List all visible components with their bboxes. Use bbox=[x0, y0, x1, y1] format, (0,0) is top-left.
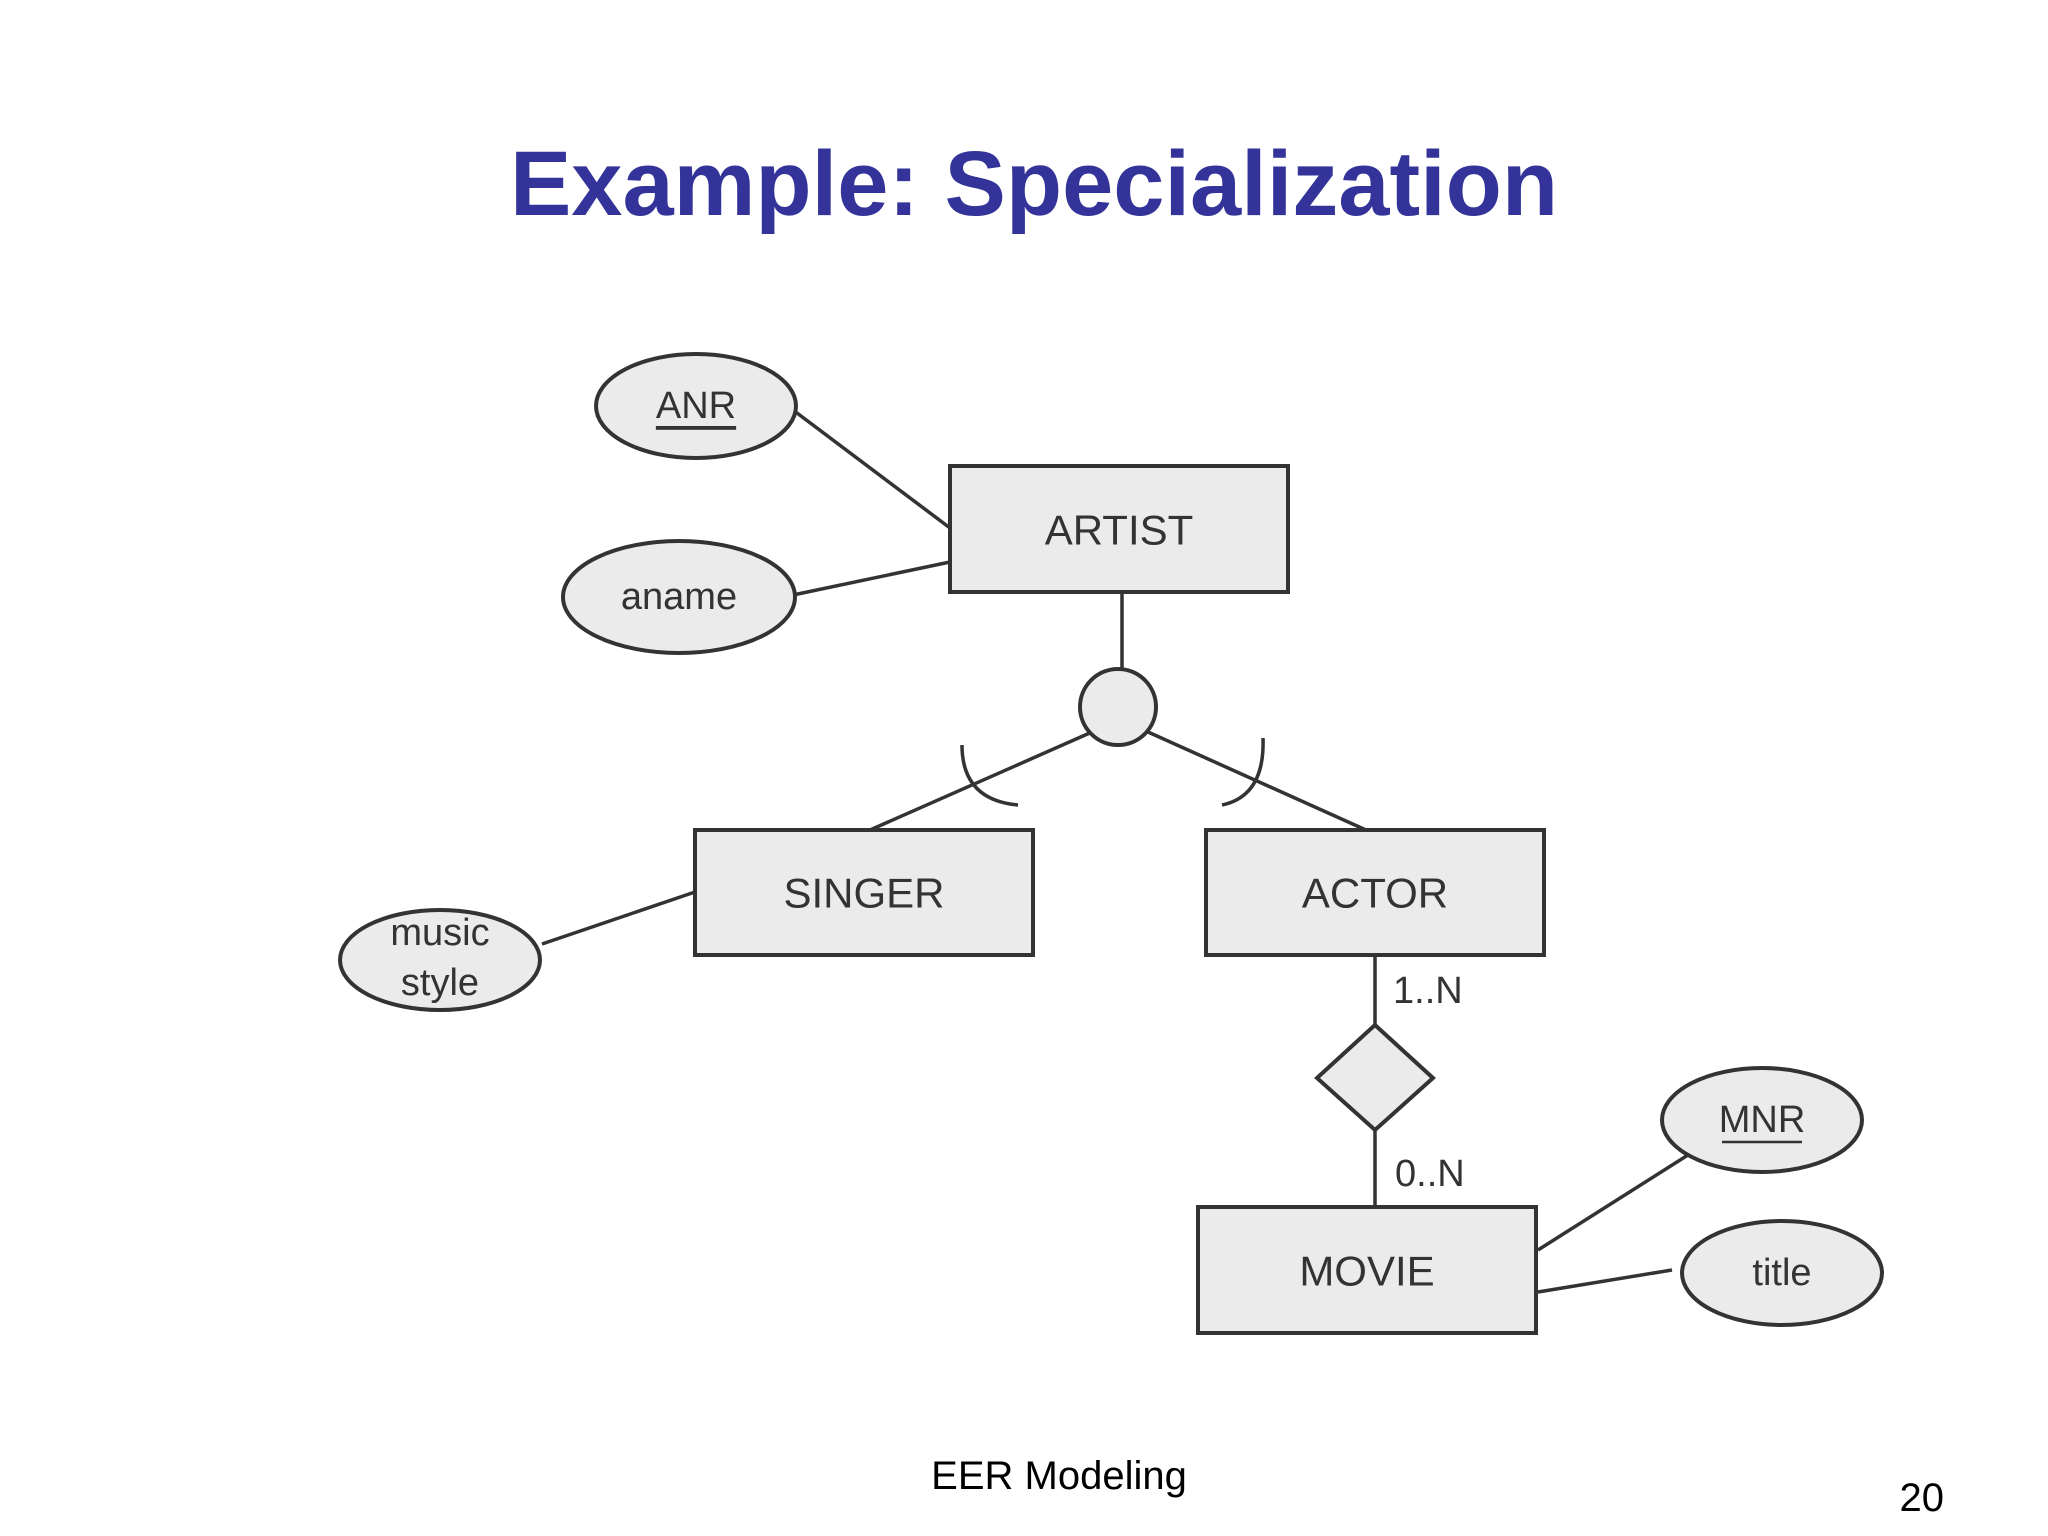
edge-aname-artist bbox=[792, 560, 951, 597]
cardinality-movie-side: 0..N bbox=[1395, 1153, 1465, 1195]
entity-movie-label: MOVIE bbox=[1299, 1248, 1434, 1295]
slide-footer: EER Modeling bbox=[931, 1454, 1187, 1498]
attribute-aname-ellipse bbox=[561, 539, 797, 655]
cardinality-actor-side: 1..N bbox=[1393, 970, 1463, 1012]
edge-music-style-singer bbox=[541, 890, 696, 946]
entity-movie-box bbox=[1196, 1205, 1538, 1335]
specialization-circle bbox=[1078, 667, 1158, 747]
entity-artist-label: ARTIST bbox=[1045, 507, 1194, 554]
entity-actor-label: ACTOR bbox=[1302, 870, 1448, 917]
page-number: 20 bbox=[1899, 1476, 1945, 1520]
attribute-aname-label: aname bbox=[621, 576, 737, 618]
attribute-music-style-ellipse bbox=[338, 908, 542, 1012]
attribute-music-style-line-1: music bbox=[390, 912, 489, 954]
entity-artist-box bbox=[948, 464, 1290, 594]
attribute-anr-label: ANR bbox=[656, 385, 736, 427]
edge-movie-title bbox=[1537, 1268, 1673, 1294]
edge-specialization-singer bbox=[869, 730, 1093, 832]
entity-singer-label: SINGER bbox=[783, 870, 944, 917]
edge-movie-mnr bbox=[1537, 1153, 1689, 1252]
attribute-title-label: title bbox=[1752, 1252, 1811, 1294]
attribute-mnr-ellipse bbox=[1660, 1066, 1864, 1174]
subset-marker-actor bbox=[1221, 737, 1265, 807]
entity-actor-box bbox=[1204, 828, 1546, 957]
attribute-title-ellipse bbox=[1680, 1219, 1884, 1327]
slide-title: Example: Specialization bbox=[509, 133, 1559, 235]
attribute-anr-ellipse bbox=[594, 352, 798, 460]
attribute-music-style-line-2: style bbox=[401, 962, 479, 1004]
entity-singer-box bbox=[693, 828, 1035, 957]
subset-marker-singer bbox=[960, 744, 1019, 807]
relationship-diamond bbox=[1314, 1022, 1436, 1133]
edge-anr-artist bbox=[791, 408, 952, 530]
attribute-mnr-label: MNR bbox=[1719, 1099, 1806, 1141]
